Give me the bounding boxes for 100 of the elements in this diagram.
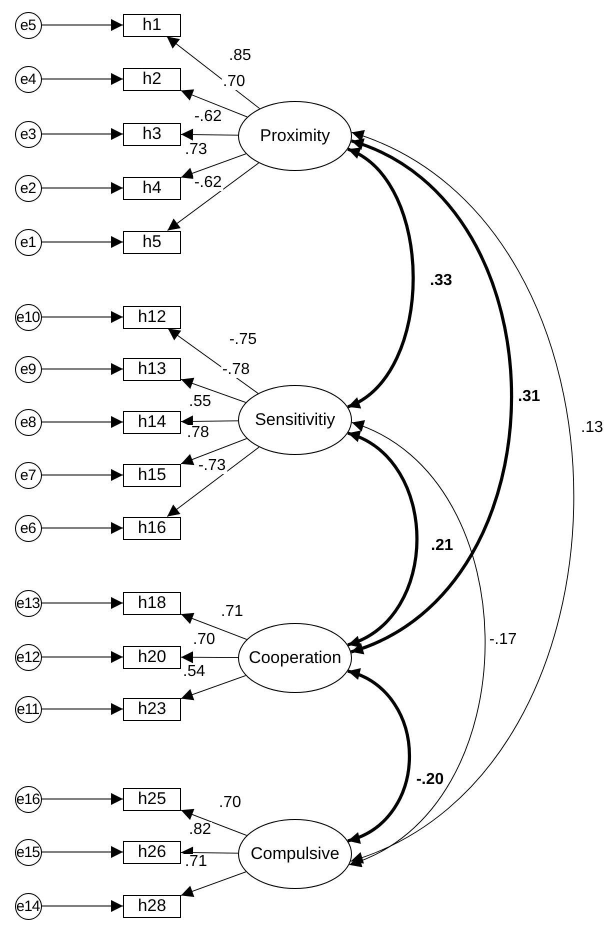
variable-label: e7 bbox=[20, 466, 36, 484]
variable-label: h12 bbox=[138, 307, 166, 327]
error-term-circle bbox=[14, 356, 42, 382]
error-term-circle bbox=[14, 228, 42, 256]
observed-variable-box bbox=[123, 516, 181, 540]
variable-label: h16 bbox=[138, 518, 166, 538]
error-term-circle bbox=[14, 12, 42, 38]
latent-variable-ellipse bbox=[238, 385, 352, 455]
variable-label: h5 bbox=[142, 232, 162, 252]
variable-label: e9 bbox=[20, 360, 36, 378]
observed-variable-box bbox=[123, 464, 181, 486]
path-arrow bbox=[41, 597, 124, 609]
path-arrow bbox=[41, 651, 124, 663]
variable-label: h15 bbox=[138, 465, 166, 485]
path-arrow bbox=[41, 182, 124, 194]
path-arrow bbox=[41, 236, 124, 248]
variable-label: e4 bbox=[20, 70, 36, 88]
covariance-arrow bbox=[348, 422, 486, 866]
variable-label: h18 bbox=[138, 593, 166, 613]
error-term-circle bbox=[14, 462, 42, 488]
observed-variable-box bbox=[123, 176, 181, 200]
path-arrow bbox=[41, 363, 124, 375]
variable-label: h3 bbox=[142, 124, 162, 144]
error-term-circle bbox=[14, 892, 42, 920]
observed-variable-box bbox=[123, 592, 181, 614]
error-term-circle bbox=[14, 786, 42, 812]
path-arrow bbox=[180, 153, 246, 179]
variable-label: h20 bbox=[138, 647, 166, 667]
path-arrow bbox=[41, 469, 124, 481]
error-term-circle bbox=[14, 838, 42, 866]
error-term-circle bbox=[14, 174, 42, 202]
path-arrow bbox=[180, 89, 248, 118]
path-arrow bbox=[180, 612, 248, 640]
path-arrow bbox=[41, 311, 124, 323]
path-arrow bbox=[180, 651, 238, 664]
variable-label: e10 bbox=[16, 308, 40, 326]
error-term-circle bbox=[14, 644, 42, 670]
variable-label: e11 bbox=[16, 700, 40, 718]
observed-variable-box bbox=[123, 122, 181, 146]
observed-variable-box bbox=[123, 894, 181, 918]
variable-label: h2 bbox=[142, 69, 162, 89]
observed-variable-box bbox=[123, 358, 181, 380]
path-arrow bbox=[41, 846, 124, 858]
edge-label: -.73 bbox=[197, 458, 227, 474]
observed-variable-box bbox=[123, 840, 181, 864]
variable-label: e12 bbox=[16, 648, 40, 666]
variable-label: h13 bbox=[138, 359, 166, 379]
path-arrow bbox=[180, 378, 246, 403]
path-arrow bbox=[41, 73, 124, 85]
covariance-arrow bbox=[347, 670, 411, 842]
observed-variable-box bbox=[123, 14, 181, 36]
path-arrow bbox=[180, 675, 246, 700]
path-arrow bbox=[41, 416, 124, 428]
variable-label: h25 bbox=[138, 789, 166, 809]
path-arrow bbox=[41, 703, 124, 715]
path-arrow bbox=[180, 438, 248, 466]
observed-variable-box bbox=[123, 306, 181, 328]
covariance-arrow bbox=[350, 139, 513, 654]
edge-label: -.78 bbox=[221, 362, 251, 378]
path-arrow bbox=[167, 162, 260, 231]
path-arrow bbox=[180, 415, 238, 428]
variable-label: h23 bbox=[138, 699, 166, 719]
variable-label: e15 bbox=[16, 844, 40, 860]
variable-label: Sensitivitiy bbox=[254, 410, 336, 430]
latent-variable-ellipse bbox=[238, 101, 352, 171]
observed-variable-box bbox=[123, 788, 181, 810]
path-arrow bbox=[180, 871, 246, 897]
error-term-circle bbox=[14, 696, 42, 722]
variable-label: e14 bbox=[16, 898, 40, 914]
latent-variable-ellipse bbox=[238, 819, 352, 889]
variable-label: e3 bbox=[20, 126, 36, 142]
path-arrow bbox=[41, 128, 124, 140]
edge-label: .70 bbox=[222, 74, 246, 90]
error-term-circle bbox=[14, 590, 42, 616]
path-arrow bbox=[180, 128, 238, 141]
observed-variable-box bbox=[123, 68, 181, 90]
variable-label: h26 bbox=[138, 842, 166, 862]
path-arrow bbox=[166, 446, 260, 517]
error-term-circle bbox=[14, 66, 42, 92]
path-arrow bbox=[41, 900, 124, 912]
edge-label: -.62 bbox=[193, 175, 223, 191]
path-arrow bbox=[41, 19, 124, 31]
observed-variable-box bbox=[123, 698, 181, 720]
variable-label: Proximity bbox=[260, 126, 330, 146]
path-arrow bbox=[41, 522, 124, 534]
observed-variable-box bbox=[123, 410, 181, 434]
variable-label: e1 bbox=[20, 234, 36, 250]
error-term-circle bbox=[14, 120, 42, 148]
path-arrow bbox=[41, 793, 124, 805]
variable-label: e8 bbox=[20, 414, 36, 430]
variable-label: Compulsive bbox=[250, 844, 340, 864]
variable-label: e6 bbox=[20, 520, 36, 536]
observed-variable-box bbox=[123, 230, 181, 254]
variable-label: h28 bbox=[138, 896, 166, 916]
variable-label: h4 bbox=[142, 178, 162, 198]
observed-variable-box bbox=[123, 646, 181, 668]
variable-label: e2 bbox=[20, 180, 36, 196]
error-term-circle bbox=[14, 304, 42, 330]
variable-label: Cooperation bbox=[248, 648, 342, 668]
variable-label: e5 bbox=[20, 16, 36, 34]
